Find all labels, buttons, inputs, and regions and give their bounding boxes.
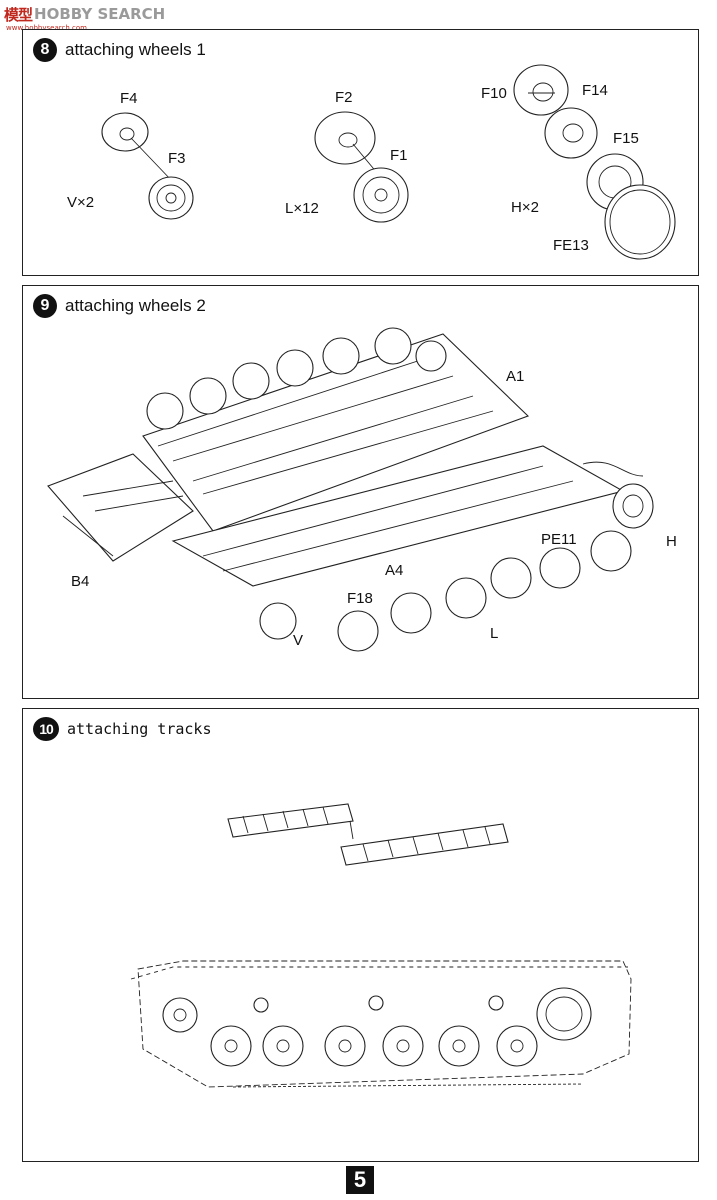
hull-assembly-diagram	[47, 333, 644, 587]
step-9-title: attaching wheels 2	[65, 296, 206, 315]
label-b4: B4	[71, 573, 89, 590]
label-f15: F15	[613, 130, 639, 147]
watermark-logo: 模型	[4, 5, 33, 24]
step-8-panel: 8 attaching wheels 1	[22, 29, 699, 276]
step-9-panel: 9 attaching wheels 2	[22, 285, 699, 699]
watermark: 模型 HOBBY SEARCH	[4, 2, 165, 26]
watermark-text: HOBBY SEARCH	[34, 5, 166, 23]
step-9-number: 9	[33, 294, 57, 318]
road-wheel-v-diagram	[101, 112, 194, 220]
label-v: V	[293, 632, 303, 649]
label-l-count: L×12	[285, 200, 319, 217]
label-h-count: H×2	[511, 199, 539, 216]
road-wheel-l-diagram	[314, 111, 409, 223]
label-f10: F10	[481, 85, 507, 102]
label-a4: A4	[385, 562, 403, 579]
step-8-header: 8 attaching wheels 1	[33, 38, 206, 62]
step-8-diagram: F4 F3 V×2 F2 F1 L×12 F10 F14 F15 H×2 FE1…	[67, 64, 676, 260]
label-a1: A1	[506, 368, 524, 385]
sprocket-h-diagram	[513, 64, 676, 260]
step-8-title: attaching wheels 1	[65, 40, 206, 59]
top-wheel-row	[146, 327, 447, 430]
label-f2: F2	[335, 89, 353, 106]
label-f18: F18	[347, 590, 373, 607]
label-f1: F1	[390, 147, 408, 164]
track-run-diagram	[130, 960, 632, 1088]
label-f4: F4	[120, 90, 138, 107]
step-10-number: 10	[33, 717, 59, 741]
bottom-wheel-row	[259, 483, 654, 652]
label-f3: F3	[168, 150, 186, 167]
step-8-number: 8	[33, 38, 57, 62]
track-link-strips	[227, 803, 509, 866]
label-f14: F14	[582, 82, 608, 99]
label-pe11: PE11	[541, 531, 577, 548]
label-fe13: FE13	[553, 237, 589, 254]
step-9-header: 9 attaching wheels 2	[33, 294, 206, 318]
label-h: H	[666, 533, 677, 550]
step-10-diagram	[130, 803, 632, 1088]
label-l: L	[490, 625, 498, 642]
step-9-diagram: A1 B4 PE11 H A4 F18 V L	[47, 327, 677, 652]
wheel-layout	[162, 987, 592, 1067]
label-v-count: V×2	[67, 194, 94, 211]
step-10-panel: 10 attaching tracks	[22, 708, 699, 1162]
watermark-url: www.hobbysearch.com	[6, 24, 87, 32]
step-10-header: 10 attaching tracks	[33, 717, 212, 741]
page-number: 5	[346, 1166, 374, 1194]
step-10-title: attaching tracks	[67, 720, 212, 738]
